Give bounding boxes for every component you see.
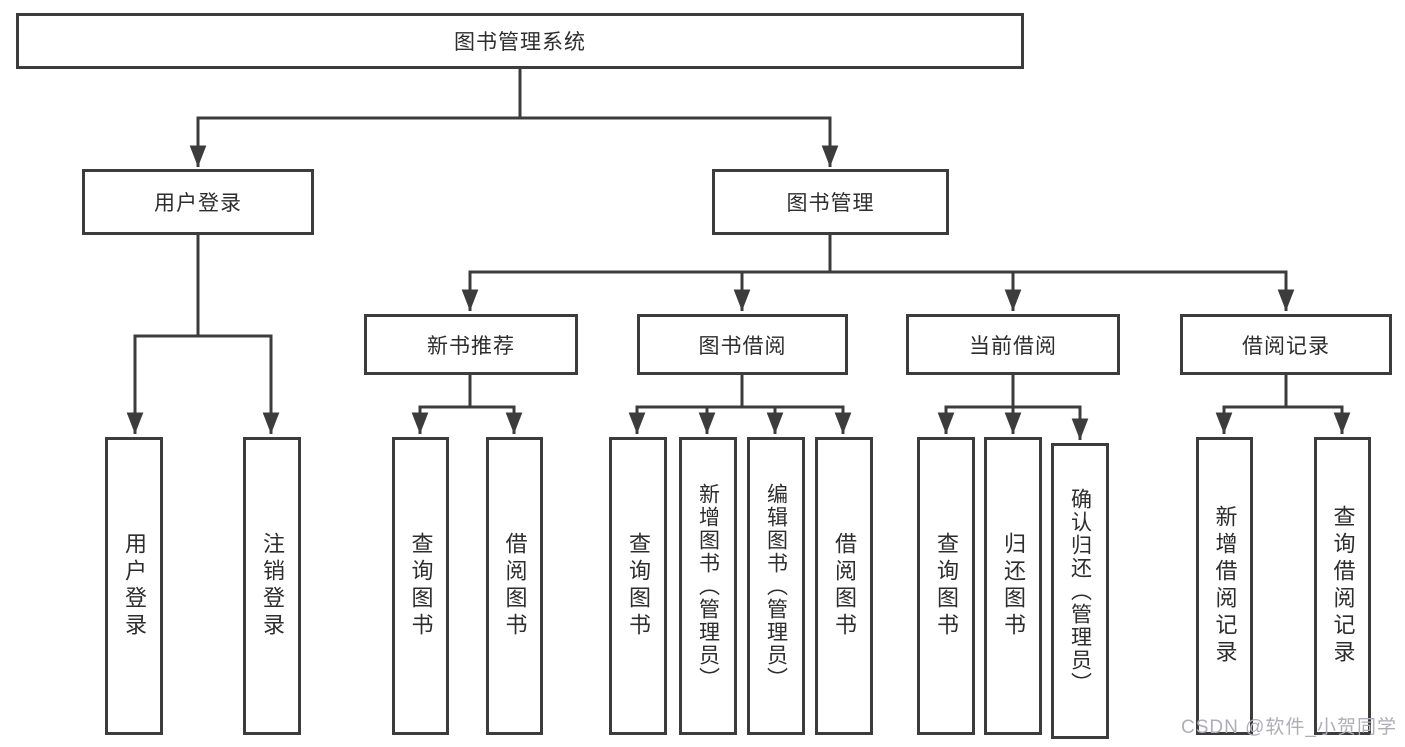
trunk-user-login bbox=[133, 234, 273, 338]
trunk-book-borrowing bbox=[635, 374, 845, 409]
csdn-watermark: CSDN @软件_小贺同学 bbox=[1181, 717, 1397, 738]
node-edit-books-admin: 编辑图书（管理员） bbox=[747, 437, 805, 735]
node-query-books-borrowing: 查询图书 bbox=[609, 437, 667, 735]
node-query-borrow-record: 查询借阅记录 bbox=[1314, 437, 1371, 735]
node-user-login: 用户登录 bbox=[105, 437, 163, 735]
node-confirm-return-admin: 确认归还（管理员） bbox=[1051, 443, 1109, 739]
node-current-borrowing: 当前借阅 bbox=[906, 314, 1120, 375]
trunk-root bbox=[196, 69, 832, 120]
node-new-book-recommend: 新书推荐 bbox=[364, 314, 578, 375]
node-query-books-current: 查询图书 bbox=[917, 437, 975, 735]
node-query-books-recommend: 查询图书 bbox=[392, 437, 449, 735]
node-user-login-group: 用户登录 bbox=[82, 169, 314, 235]
trunk-borrowing-records bbox=[1222, 374, 1344, 409]
node-logout: 注销登录 bbox=[243, 437, 301, 735]
node-book-borrowing: 图书借阅 bbox=[637, 314, 848, 375]
node-borrowing-records: 借阅记录 bbox=[1180, 314, 1392, 375]
node-add-books-admin: 新增图书（管理员） bbox=[679, 437, 737, 735]
trunk-current-borrowing bbox=[944, 374, 1082, 409]
node-book-management: 图书管理 bbox=[712, 169, 949, 235]
node-borrow-books-borrowing: 借阅图书 bbox=[815, 437, 873, 735]
trunk-new-book-recommend bbox=[418, 374, 516, 409]
node-add-borrow-record: 新增借阅记录 bbox=[1196, 437, 1253, 735]
node-library-management-system: 图书管理系统 bbox=[16, 13, 1024, 69]
node-return-books: 归还图书 bbox=[984, 437, 1042, 735]
trunk-book-management bbox=[468, 234, 1288, 274]
node-borrow-books-recommend: 借阅图书 bbox=[486, 437, 543, 735]
